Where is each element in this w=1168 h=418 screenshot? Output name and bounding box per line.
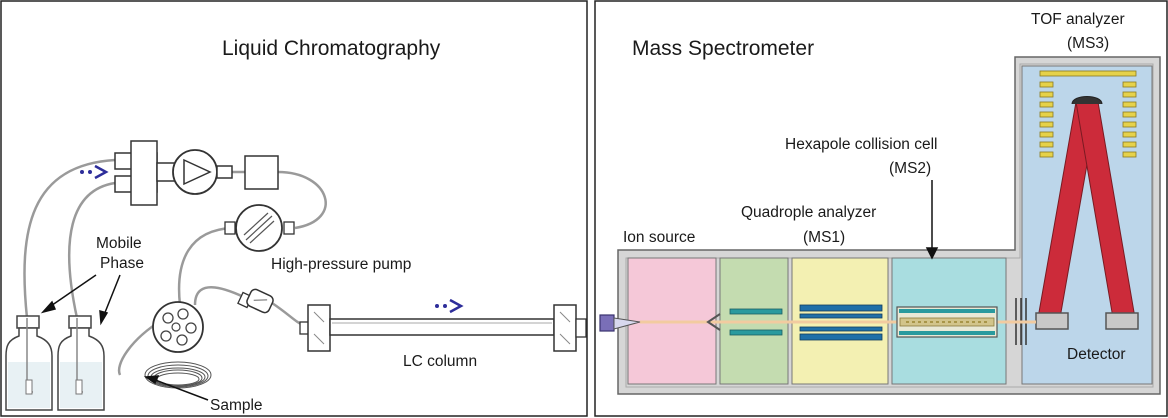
sample-loop-coil (144, 361, 212, 389)
mobile-phase-label-line2: Phase (100, 255, 144, 272)
hexapole-label-line1: Hexapole collision cell (785, 136, 938, 153)
detector-block (1105, 312, 1139, 330)
ion-source-label: Ion source (623, 229, 695, 246)
ms-panel-frame (594, 0, 1168, 417)
column-flow-arrow (435, 298, 464, 314)
lc-panel-frame (0, 0, 588, 417)
quad-analyzer-label-line2: (MS1) (803, 229, 845, 246)
lc-column (299, 304, 587, 352)
sample-pointer (143, 375, 209, 401)
sample-label: Sample (210, 397, 263, 414)
high-pressure-pump-label: High-pressure pump (271, 256, 411, 273)
tof-entrance-block (1035, 312, 1069, 330)
tof-label-line2: (MS3) (1067, 35, 1109, 52)
detector-label: Detector (1067, 346, 1126, 363)
quad-analyzer-label-line1: Quadrople analyzer (741, 204, 876, 221)
tof-label-line1: TOF analyzer (1031, 11, 1125, 28)
mobile-phase-label-line1: Mobile (96, 235, 142, 252)
ms-panel-title: Mass Spectrometer (632, 37, 814, 60)
mobile-phase-bottle-2 (57, 315, 105, 411)
tof-reflectron-plates (1039, 70, 1137, 158)
quadrupole-rods (799, 304, 883, 341)
inline-filter (237, 288, 274, 314)
esi-probe (599, 314, 641, 332)
solvent-valve-block (114, 140, 158, 206)
hexapole-pointer (925, 180, 939, 260)
hexapole-cell (896, 306, 998, 338)
pressure-sensor (224, 204, 295, 252)
pump-controller-box (244, 155, 279, 190)
lc-column-label: LC column (403, 353, 477, 370)
mobile-phase-bottle-1 (5, 315, 53, 411)
pump-flow-arrow (80, 164, 109, 180)
hexapole-label-line2: (MS2) (889, 160, 931, 177)
lc-panel-title: Liquid Chromatography (222, 37, 441, 60)
mobile-phase-pointers (40, 274, 121, 326)
skimmer-cone (706, 313, 721, 331)
injection-valve (152, 301, 204, 353)
high-pressure-pump-head (156, 149, 233, 195)
focusing-rods (729, 308, 783, 336)
